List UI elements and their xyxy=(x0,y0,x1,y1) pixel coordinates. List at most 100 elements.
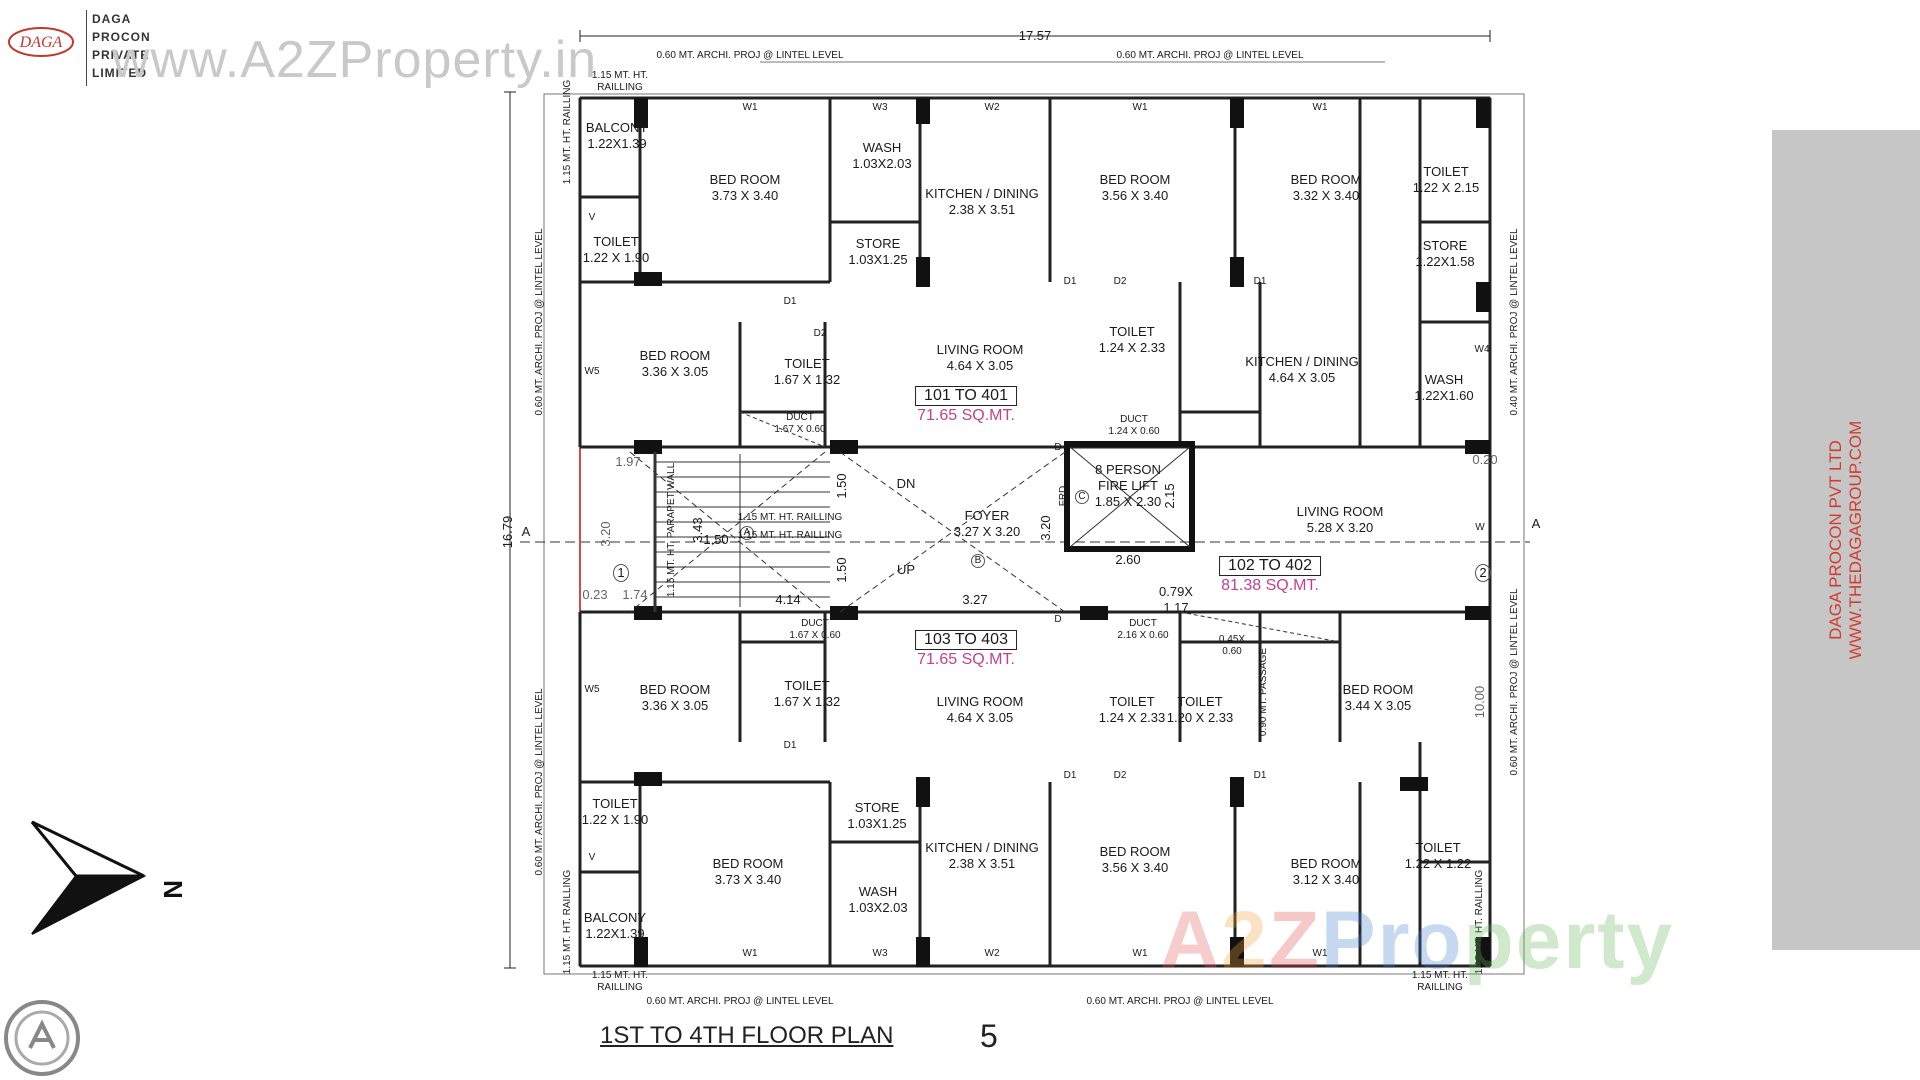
archi-proj-label: 0.60 MT. ARCHI. PROJ @ LINTEL LEVEL xyxy=(534,228,545,416)
a2z-badge-icon xyxy=(4,1000,80,1076)
ventilator-tag: V xyxy=(588,212,596,223)
stair-railing-label: 1.15 MT. HT. RAILLING xyxy=(737,530,843,541)
logo-divider xyxy=(86,10,91,86)
floor-plan-linework xyxy=(504,30,1530,975)
plan-title: 1ST TO 4TH FLOOR PLAN xyxy=(600,1022,894,1049)
window-tag: W1 xyxy=(1132,948,1148,959)
dim-label: 2.60 xyxy=(1115,552,1141,567)
dim-label: 1.50 xyxy=(834,473,849,499)
window-tag: W1 xyxy=(1132,102,1148,113)
parapet-wall-label: 1.15 MT. HT. PARAPET WALL xyxy=(666,462,677,598)
logo-text: DAGA xyxy=(19,34,63,51)
dim-label: 2.15 xyxy=(1162,483,1177,509)
stair-railing-label: 1.15 MT. HT. RAILLING xyxy=(737,512,843,523)
door-tag: D xyxy=(1054,442,1062,453)
overall-height-dim: 16.79 xyxy=(500,515,515,549)
door-tag: D1 xyxy=(1063,276,1077,287)
daga-logo-icon: DAGA xyxy=(8,27,74,57)
company-line: PROCON xyxy=(92,30,151,44)
door-tag: D2 xyxy=(813,328,827,339)
window-tag: W1 xyxy=(1312,948,1328,959)
railing-label: 1.15 MT. HT. RAILLING xyxy=(562,869,573,975)
dim-label: 3.27 xyxy=(962,592,988,607)
company-line: LIMITED xyxy=(92,66,147,80)
watermark-url: www.A2ZProperty.in xyxy=(112,31,598,89)
side-company-name: DAGA PROCON PVT LTD xyxy=(1826,440,1845,640)
dim-label: 10.00 xyxy=(1472,685,1487,719)
dim-label: 1.50 xyxy=(834,557,849,583)
window-tag: W5 xyxy=(584,684,600,695)
archi-proj-label: 0.60 MT. ARCHI. PROJ @ LINTEL LEVEL xyxy=(1509,588,1520,776)
dim-label: 3.20 xyxy=(1038,515,1053,541)
window-tag: W4 xyxy=(1474,344,1490,355)
a2z-watermark: A2ZProperty xyxy=(1160,894,1674,988)
side-company-text: DAGA PROCON PVT LTD WWW.THEDAGAGROUP.COM xyxy=(1826,421,1866,660)
stair-down-label: DN xyxy=(896,476,916,491)
door-tag: D1 xyxy=(1253,276,1267,287)
archi-proj-label: 0.40 MT. ARCHI. PROJ @ LINTEL LEVEL xyxy=(1509,228,1520,416)
dim-label: 4.14 xyxy=(775,592,801,607)
watermark-letter: 2 xyxy=(1221,895,1269,986)
company-line: DAGA xyxy=(92,12,132,26)
dim-label: 1.97 xyxy=(615,454,641,469)
door-tag: D xyxy=(1054,614,1062,625)
watermark-letter: Z xyxy=(1268,895,1321,986)
dim-label: 1.50 xyxy=(703,532,729,547)
archi-proj-label: 0.60 MT. ARCHI. PROJ @ LINTEL LEVEL xyxy=(646,996,834,1007)
grid-marker: C xyxy=(1075,490,1089,504)
grid-marker: B xyxy=(971,554,985,568)
unit-area-103: 71.65 SQ.MT. xyxy=(917,651,1015,668)
railing-label: 1.15 MT. HT. RAILLING xyxy=(591,970,649,993)
window-tag: W5 xyxy=(584,366,600,377)
floor-plan: 17.57 16.79 0.60 MT. ARCHI. PROJ @ LINTE… xyxy=(480,22,1540,1007)
unit-label-101: 101 TO 401 xyxy=(915,386,1017,406)
window-tag: W1 xyxy=(742,948,758,959)
side-company-url: WWW.THEDAGAGROUP.COM xyxy=(1846,420,1865,660)
section-marker: A xyxy=(521,524,531,539)
side-band xyxy=(1772,130,1920,950)
door-tag: D2 xyxy=(1113,276,1127,287)
unit-label-103: 103 TO 403 xyxy=(915,630,1017,650)
watermark-letter: A xyxy=(1160,895,1222,986)
grid-marker: 1 xyxy=(613,564,629,582)
dim-label: 0.23 xyxy=(582,587,608,602)
door-tag: D1 xyxy=(1063,770,1077,781)
unit-area-101: 71.65 SQ.MT. xyxy=(917,407,1015,424)
overall-width-dim: 17.57 xyxy=(1018,28,1052,43)
watermark-letter: perty xyxy=(1463,895,1675,986)
dim-label: 1.74 xyxy=(622,587,648,602)
door-tag: D2 xyxy=(1113,770,1127,781)
north-label: N xyxy=(158,880,188,899)
frd-label: FRD xyxy=(1058,485,1069,507)
railing-label: 1.15 MT. HT. RAILLING xyxy=(591,70,649,93)
unit-area-102: 81.38 SQ.MT. xyxy=(1221,577,1319,594)
grid-marker: 2 xyxy=(1475,564,1491,582)
window-tag: W3 xyxy=(872,102,888,113)
window-tag: W1 xyxy=(742,102,758,113)
